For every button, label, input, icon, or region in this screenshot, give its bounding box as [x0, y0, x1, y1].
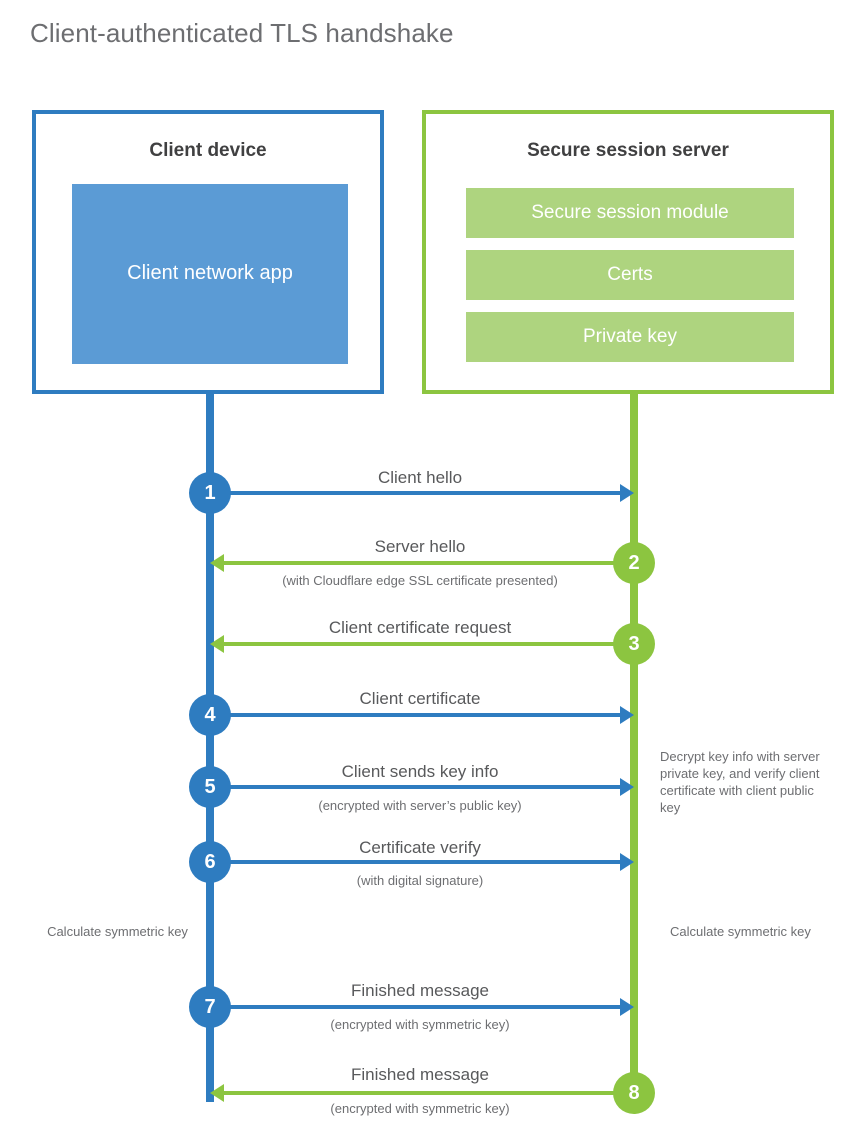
step-7-circle[interactable]: 7 [189, 986, 231, 1028]
client-lifeline [206, 392, 214, 1102]
step-2-label: Server hello [374, 537, 466, 556]
step-4-arrow-line [210, 713, 622, 717]
server-module-secure-session-module: Secure session module [466, 188, 794, 238]
secure-session-server-panel: Secure session server Secure session mod… [422, 110, 834, 394]
client-network-app-box: Client network app [72, 184, 348, 364]
secure-session-server-title: Secure session server [527, 140, 729, 161]
step-2-sublabel: (with Cloudflare edge SSL certificate pr… [282, 573, 558, 588]
step-3-arrow-line [224, 642, 634, 646]
step-6-label: Certificate verify [359, 838, 481, 857]
step-1-label: Client hello [377, 468, 463, 487]
step-8-label: Finished message [351, 1065, 489, 1084]
step-2-circle[interactable]: 2 [613, 542, 655, 584]
client-device-title: Client device [149, 140, 267, 161]
server-module-private-key: Private key [466, 312, 794, 362]
step-4-label: Client certificate [359, 689, 481, 708]
server-calculate-symmetric-key-note: Calculate symmetric key [670, 924, 811, 939]
step-5-arrow-line [210, 785, 622, 789]
step-7-arrow-line [210, 1005, 622, 1009]
step-5-sublabel: (encrypted with server’s public key) [318, 798, 522, 813]
server-module-certs: Certs [466, 250, 794, 300]
step-6-arrow-head [620, 853, 634, 871]
step-3-circle[interactable]: 3 [613, 623, 655, 665]
step-8-sublabel: (encrypted with symmetric key) [330, 1101, 510, 1116]
step-8-arrow-head [210, 1084, 224, 1102]
step-2-arrow-head [210, 554, 224, 572]
page-title: Client-authenticated TLS handshake [30, 18, 454, 48]
step-7-arrow-head [620, 998, 634, 1016]
step-1-circle[interactable]: 1 [189, 472, 231, 514]
step-8-circle[interactable]: 8 [613, 1072, 655, 1114]
step-5-circle[interactable]: 5 [189, 766, 231, 808]
step-7-label: Finished message [351, 981, 489, 1000]
step-1-arrow-head [620, 484, 634, 502]
step-7-sublabel: (encrypted with symmetric key) [330, 1017, 510, 1032]
step-3-label: Client certificate request [328, 618, 512, 637]
step-3-arrow-head [210, 635, 224, 653]
server-lifeline [630, 392, 638, 1094]
step-6-sublabel: (with digital signature) [356, 873, 484, 888]
step-6-circle[interactable]: 6 [189, 841, 231, 883]
decrypt-key-info-note: Decrypt key info with server private key… [660, 749, 820, 816]
step-4-circle[interactable]: 4 [189, 694, 231, 736]
step-1-arrow-line [210, 491, 622, 495]
step-2-arrow-line [224, 561, 634, 565]
step-4-arrow-head [620, 706, 634, 724]
client-calculate-symmetric-key-note: Calculate symmetric key [47, 924, 188, 939]
step-5-arrow-head [620, 778, 634, 796]
step-5-label: Client sends key info [341, 762, 499, 781]
step-6-arrow-line [210, 860, 622, 864]
step-8-arrow-line [224, 1091, 634, 1095]
client-device-panel: Client device Client network app [32, 110, 384, 394]
